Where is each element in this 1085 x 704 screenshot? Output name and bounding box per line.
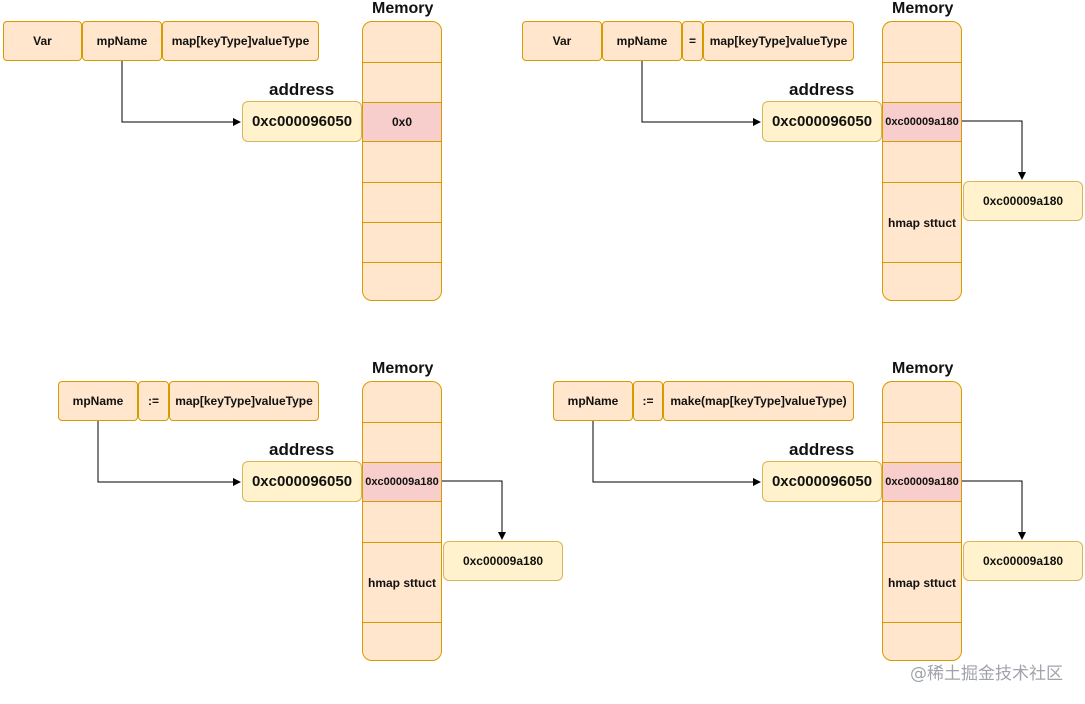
heap-address: 0xc00009a180 — [963, 181, 1083, 221]
variable-address: 0xc000096050 — [242, 461, 362, 502]
pointer-cell: 0xc00009a180 — [363, 462, 441, 502]
memory-column: 0x0 — [362, 21, 442, 301]
pointer-cell: 0xc00009a180 — [883, 462, 961, 502]
memory-cell — [883, 62, 961, 102]
variable-address: 0xc000096050 — [762, 461, 882, 502]
heap-hmap-cell: hmap sttuct — [883, 182, 961, 262]
pointer-to-heap-arrow — [442, 480, 506, 540]
variable-address: 0xc000096050 — [762, 101, 882, 142]
memory-cell — [363, 62, 441, 102]
token-short-assign: := — [633, 381, 663, 421]
pointer-to-heap-arrow — [962, 120, 1026, 180]
address-label: address — [269, 440, 335, 459]
memory-column: 0xc00009a180 hmap sttuct — [362, 381, 442, 661]
memory-title: Memory — [372, 360, 434, 377]
memory-column: 0xc00009a180 hmap sttuct — [882, 21, 962, 301]
pointer-to-heap-arrow — [962, 480, 1026, 540]
token-variable-name: mpName — [553, 381, 633, 421]
memory-title: Memory — [892, 360, 954, 377]
token-variable-name: mpName — [602, 21, 682, 61]
memory-cell — [883, 422, 961, 462]
token-var: Var — [3, 21, 82, 61]
address-label: address — [789, 80, 855, 99]
memory-title: Memory — [892, 0, 954, 17]
token-map-type: map[keyType]valueType — [162, 21, 319, 61]
name-to-address-arrow — [592, 421, 761, 486]
memory-column: 0xc00009a180 hmap sttuct — [882, 381, 962, 661]
pointer-cell: 0xc00009a180 — [883, 102, 961, 142]
name-to-address-arrow — [641, 61, 761, 126]
address-label: address — [789, 440, 855, 459]
variable-address: 0xc000096050 — [242, 101, 362, 142]
address-label: address — [269, 80, 335, 99]
memory-cell — [883, 622, 961, 660]
token-variable-name: mpName — [58, 381, 138, 421]
token-make-call: make(map[keyType]valueType) — [663, 381, 854, 421]
memory-cell — [363, 182, 441, 222]
memory-cell — [363, 422, 441, 462]
token-equals: = — [682, 21, 703, 61]
memory-cell — [883, 262, 961, 300]
watermark: @稀土掘金技术社区 — [910, 664, 1063, 684]
heap-address: 0xc00009a180 — [443, 541, 563, 581]
heap-hmap-cell: hmap sttuct — [883, 542, 961, 622]
name-to-address-arrow — [97, 421, 241, 486]
memory-title: Memory — [372, 0, 434, 17]
token-var: Var — [522, 21, 602, 61]
memory-cell — [363, 222, 441, 262]
token-map-type: map[keyType]valueType — [169, 381, 319, 421]
pointer-cell: 0x0 — [363, 102, 441, 142]
memory-cell — [363, 622, 441, 660]
heap-hmap-cell: hmap sttuct — [363, 542, 441, 622]
heap-address: 0xc00009a180 — [963, 541, 1083, 581]
memory-cell — [363, 262, 441, 300]
token-map-type: map[keyType]valueType — [703, 21, 854, 61]
token-short-assign: := — [138, 381, 169, 421]
token-variable-name: mpName — [82, 21, 162, 61]
name-to-address-arrow — [121, 61, 241, 126]
